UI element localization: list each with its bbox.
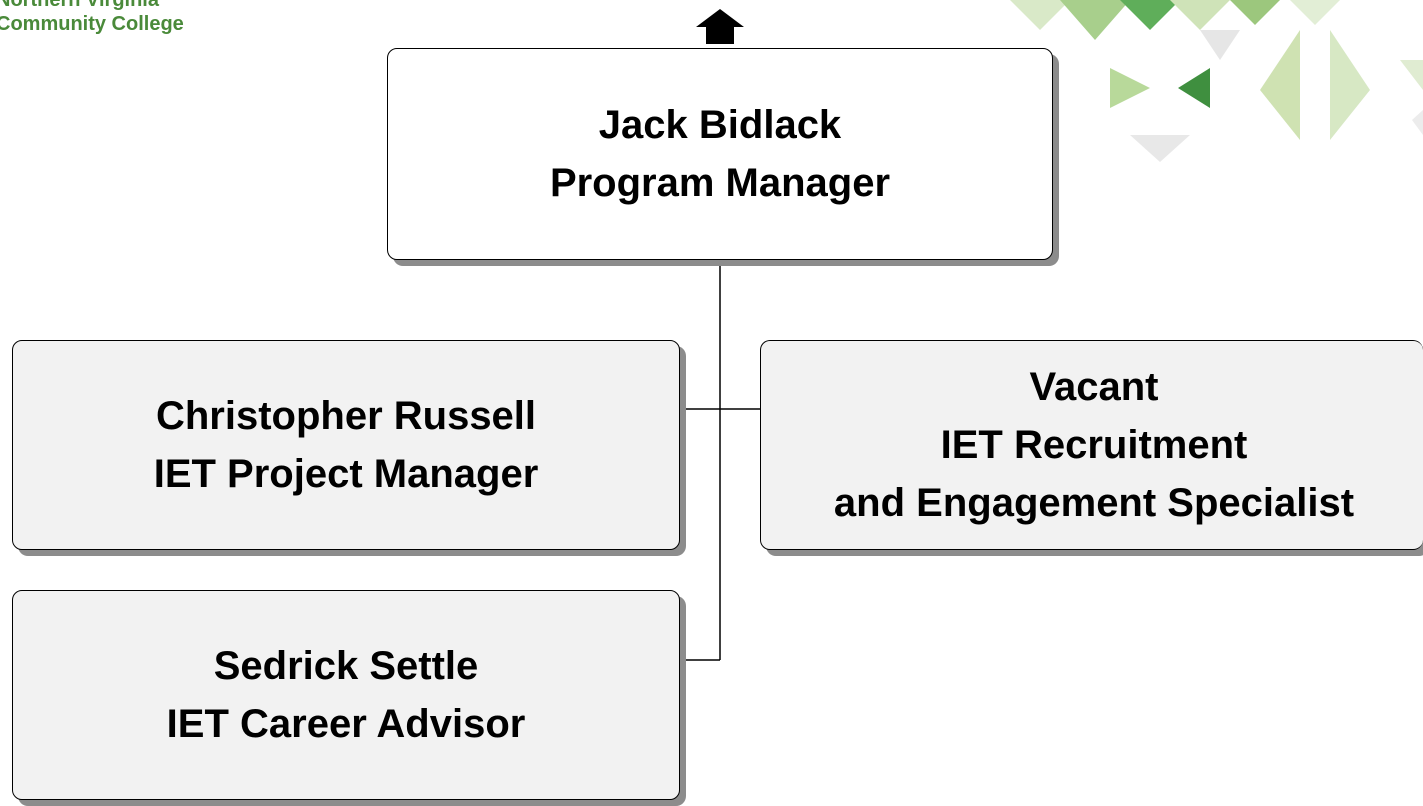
logo-line-2: Community College [0,13,184,35]
decor-triangle [1170,0,1230,30]
decor-triangle [1120,0,1180,30]
college-logo: Northern Virginia Community College [0,0,256,44]
org-box-recruitment-specialist: Vacant IET Recruitment and Engagement Sp… [760,340,1423,550]
person-title-line-1: IET Recruitment [940,423,1248,467]
org-box-program-manager: Jack Bidlack Program Manager [387,48,1053,260]
person-name: Vacant [1029,365,1159,409]
decor-triangle [1260,30,1300,140]
person-title-line-2: and Engagement Specialist [833,481,1355,525]
decorative-triangles [1010,0,1423,162]
person-name: Christopher Russell [155,394,537,438]
logo-line-1: Northern Virginia [0,0,159,11]
decor-triangle [1178,68,1210,108]
decor-triangle [1060,0,1130,40]
person-title: IET Project Manager [153,452,539,496]
person-title: Program Manager [549,161,891,205]
person-title: IET Career Advisor [166,702,526,746]
decor-triangle [1010,0,1070,30]
decor-triangle [1290,0,1340,25]
org-box-career-advisor: Sedrick Settle IET Career Advisor [12,590,680,800]
up-arrow-icon [696,9,744,44]
decor-triangle [1130,135,1190,162]
decor-triangle [1200,30,1240,60]
org-box-iet-project-manager: Christopher Russell IET Project Manager [12,340,680,550]
decor-triangle [1412,110,1423,135]
decor-triangle [1110,68,1150,108]
decor-triangle [1330,30,1370,140]
person-name: Jack Bidlack [598,103,842,147]
decor-triangle [1230,0,1280,25]
decor-triangle [1400,60,1423,90]
person-name: Sedrick Settle [213,644,479,688]
